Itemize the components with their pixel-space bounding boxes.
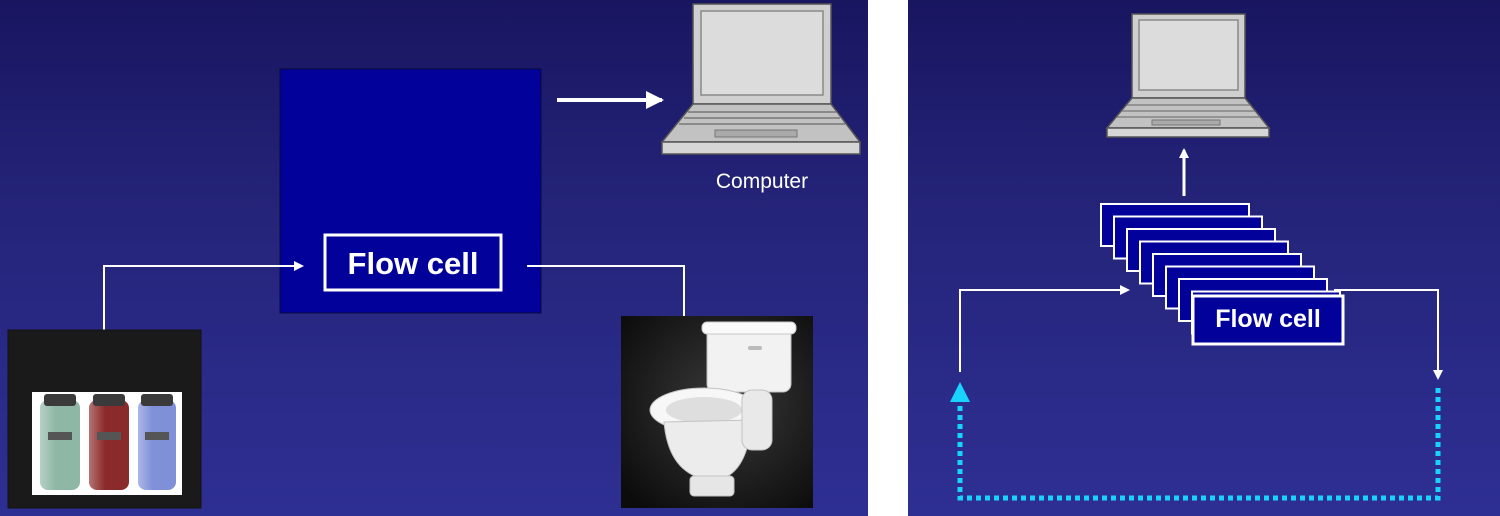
single-pass-diagram — [7, 3, 862, 509]
inflow-arrow — [959, 285, 1130, 372]
toilet-image — [621, 316, 813, 508]
flow-cell-box — [1191, 294, 1345, 346]
sample-bottles-image — [7, 329, 202, 509]
flow-cell-stack — [1100, 203, 1345, 346]
flow-cell-label: Flow cell — [347, 246, 479, 281]
flow-cell-box — [323, 233, 503, 292]
recirculation-loop — [950, 382, 1441, 501]
laptop-icon — [1105, 13, 1271, 138]
panel-recirculating: Flow cell — [908, 0, 1500, 516]
sample-inflow-arrow — [103, 261, 304, 330]
panel-single-pass: Flow cell Computer — [0, 0, 868, 516]
flow-cell-label: Flow cell — [1215, 305, 1321, 333]
outflow-arrow — [1334, 289, 1443, 380]
recirculating-diagram — [950, 13, 1443, 501]
laptop-icon — [660, 3, 862, 155]
computer-label: Computer — [715, 170, 809, 193]
